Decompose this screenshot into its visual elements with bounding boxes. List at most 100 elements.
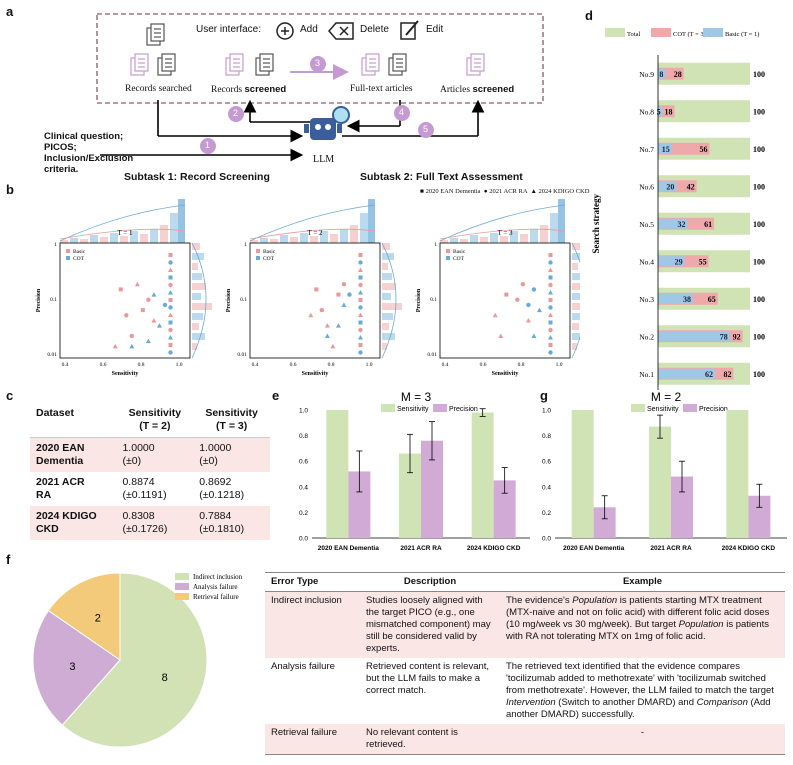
legend-swatch-cot bbox=[446, 256, 450, 260]
step-5: 5 bbox=[423, 124, 429, 134]
y-tick: 0.6 bbox=[542, 459, 551, 466]
point-circle bbox=[526, 302, 531, 308]
marginal-bar bbox=[120, 236, 128, 243]
bar bbox=[471, 412, 494, 538]
table-header-row: Error Type Description Example bbox=[265, 572, 785, 592]
y-tick: 0.01 bbox=[47, 352, 57, 358]
label-total: 100 bbox=[753, 332, 765, 341]
y-tick: 0.4 bbox=[299, 484, 308, 491]
point-circle bbox=[358, 282, 363, 288]
bar-basic bbox=[658, 181, 677, 192]
marginal-bar bbox=[160, 225, 168, 243]
point-triangle bbox=[324, 323, 330, 328]
x-axis-label: Sensitivity bbox=[492, 371, 519, 377]
plot-frame bbox=[439, 242, 571, 359]
point-triangle bbox=[134, 281, 140, 287]
point-square bbox=[548, 343, 553, 347]
point-triangle bbox=[358, 290, 363, 295]
table-cell: 1.0000 (±0) bbox=[122, 442, 155, 467]
label-total: 100 bbox=[753, 295, 765, 304]
label-cot: 18 bbox=[665, 107, 673, 116]
x-tick: 0.4 bbox=[442, 362, 449, 368]
llm-label: LLM bbox=[313, 154, 335, 165]
marginal-bar bbox=[192, 343, 197, 350]
marginal-bar bbox=[330, 234, 338, 243]
step-4: 4 bbox=[399, 107, 405, 117]
bar bbox=[399, 453, 421, 538]
label-basic: 78 bbox=[720, 332, 728, 341]
marginal-bar bbox=[140, 234, 148, 243]
density-curve bbox=[439, 228, 566, 240]
y-tick: 0.1 bbox=[430, 297, 437, 303]
point-square bbox=[358, 298, 363, 302]
label-basic: 32 bbox=[677, 220, 685, 229]
marginal-bar bbox=[130, 231, 138, 243]
category-label: No.2 bbox=[639, 332, 654, 341]
doc-icon-top bbox=[146, 23, 165, 46]
label-total: 100 bbox=[753, 370, 765, 379]
legend-acr: 2021 ACR RA bbox=[489, 188, 528, 195]
x-tick: 1.0 bbox=[176, 362, 183, 368]
density-curve bbox=[191, 242, 207, 359]
bar bbox=[348, 471, 371, 538]
point-triangle bbox=[358, 267, 363, 272]
marginal-bar bbox=[110, 233, 118, 243]
y-tick: 1.0 bbox=[542, 408, 551, 415]
bar bbox=[671, 476, 693, 538]
description-cell: Retrieved content is relevant, but the L… bbox=[366, 661, 490, 696]
point-square bbox=[140, 308, 145, 313]
square-icon: ■ bbox=[420, 188, 424, 195]
marginal-bar bbox=[460, 239, 468, 243]
doc-icon-searched-2 bbox=[157, 53, 176, 76]
point-square bbox=[336, 292, 341, 297]
point-triangle bbox=[531, 333, 537, 338]
point-square bbox=[168, 275, 173, 280]
x-tick: 0.6 bbox=[100, 362, 107, 368]
x-tick: 0.8 bbox=[518, 362, 525, 368]
label-total: 100 bbox=[753, 182, 765, 191]
y-tick: 0.4 bbox=[542, 484, 551, 491]
category-label: No.5 bbox=[639, 220, 654, 229]
error-type-cell: Indirect inclusion bbox=[271, 595, 342, 606]
x-tick: 0.6 bbox=[480, 362, 487, 368]
label-total: 100 bbox=[753, 220, 765, 229]
marginal-bar bbox=[340, 229, 348, 243]
marginal-bar bbox=[572, 293, 580, 300]
table-cell: 0.8308 (±0.1726) bbox=[122, 510, 168, 535]
circle-icon: ● bbox=[483, 188, 488, 195]
legend-label: Precision bbox=[449, 406, 478, 413]
step-2: 2 bbox=[233, 108, 239, 118]
point-circle bbox=[124, 313, 129, 318]
density-curve bbox=[571, 242, 580, 359]
panel-label-b: b bbox=[6, 182, 14, 197]
marginal-bar bbox=[90, 235, 98, 243]
point-circle bbox=[162, 302, 168, 308]
marginal-bar bbox=[490, 233, 498, 243]
table-cell: 2024 KDIGO CKD bbox=[36, 510, 97, 535]
point-triangle bbox=[492, 312, 498, 318]
error-type-cell: Retrieval failure bbox=[271, 727, 337, 738]
point-circle bbox=[515, 297, 520, 302]
table-header: Example bbox=[622, 576, 663, 587]
panel-label-f: f bbox=[6, 552, 11, 567]
point-circle bbox=[358, 260, 363, 265]
legend-label: Basic (T = 1) bbox=[725, 31, 759, 38]
point-circle bbox=[168, 350, 173, 355]
legend-swatch-basic bbox=[256, 249, 260, 253]
marginal-bar bbox=[192, 263, 198, 270]
step-3-circle bbox=[310, 56, 326, 72]
y-tick: 0.1 bbox=[50, 297, 57, 303]
legend-swatch bbox=[651, 28, 671, 37]
x-axis-label: Sensitivity bbox=[112, 371, 139, 377]
point-square bbox=[548, 253, 553, 257]
label-total: 100 bbox=[753, 145, 765, 154]
legend-basic: Basic bbox=[453, 249, 466, 255]
plot-title: T = 2 bbox=[307, 229, 323, 237]
point-square bbox=[118, 287, 123, 292]
marginal-bar bbox=[192, 293, 201, 300]
ui-label: User interface: bbox=[196, 24, 262, 35]
point-square bbox=[548, 298, 553, 302]
slice-label: 2 bbox=[95, 613, 101, 625]
